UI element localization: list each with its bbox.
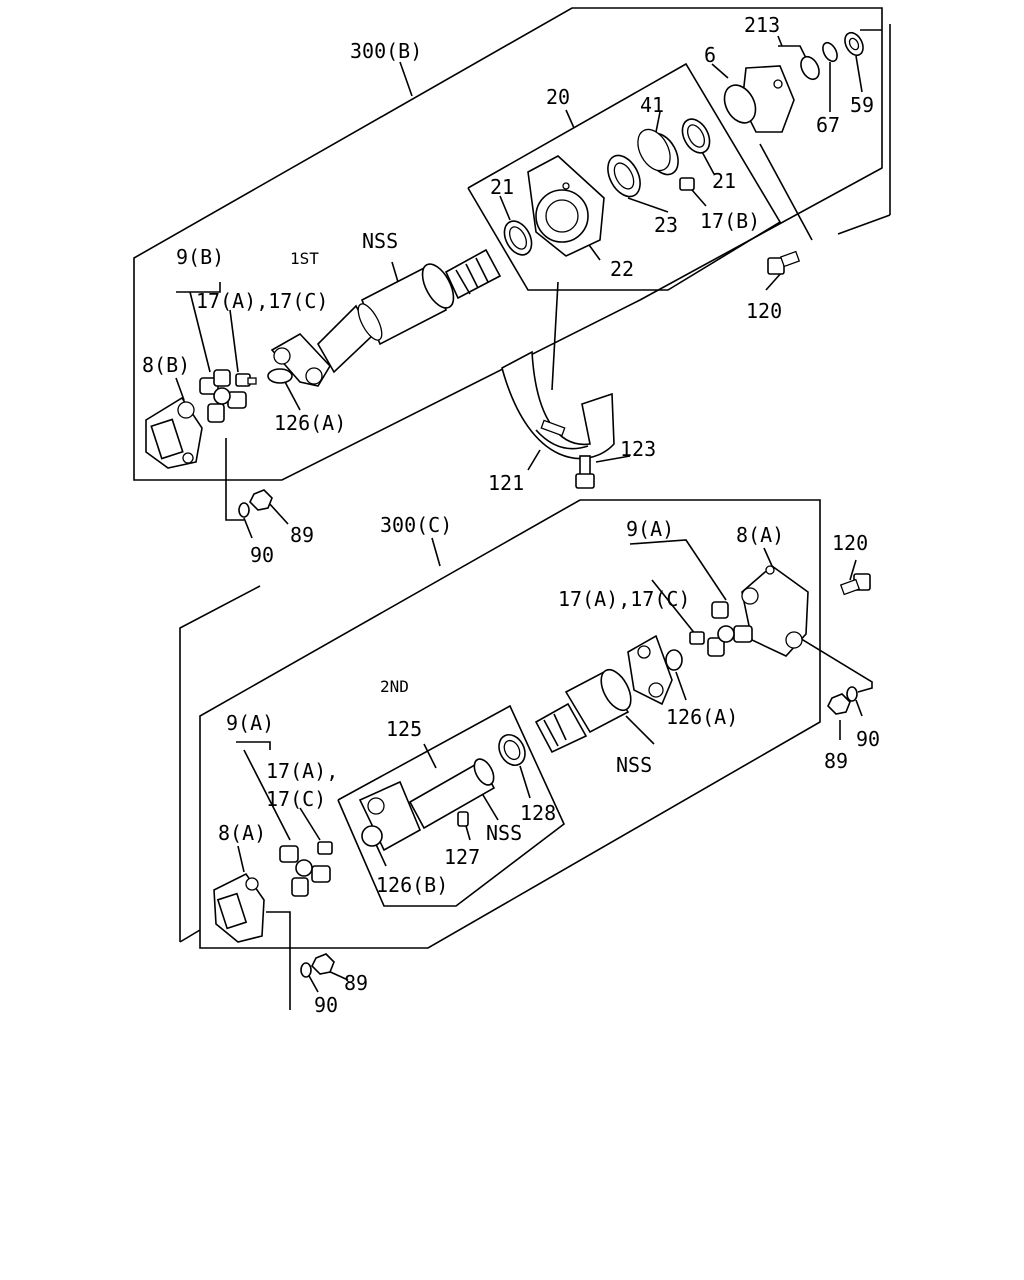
label-127: 127: [444, 845, 480, 869]
label-90-lower-right: 90: [856, 727, 880, 751]
label-9a-left: 9(A): [226, 711, 274, 735]
plug-126b: [361, 825, 383, 847]
nut-89-lower-left: [311, 953, 335, 975]
label-8a-right: 8(A): [736, 523, 784, 547]
collar-41: [637, 128, 679, 176]
propeller-shaft-tube-1st: [270, 248, 502, 387]
label-17ac-right: 17(A),17(C): [558, 587, 690, 611]
grease-nipple-127: [457, 811, 469, 827]
seal-ring-21: [503, 220, 533, 256]
center-bearing-housing-22: [527, 155, 605, 257]
label-17b: 17(B): [700, 209, 760, 233]
bolt-120: [767, 250, 801, 275]
propeller-shaft-tube-2nd: [534, 634, 673, 754]
companion-flange-6: [723, 65, 795, 133]
label-90-lower-left: 90: [314, 993, 338, 1017]
label-17c-left: 17(C): [266, 787, 326, 811]
upper-assembly: 300(B) 1ST 213 6 67 59 20 41 21 21 23 17…: [133, 7, 891, 567]
label-300c: 300(C): [380, 513, 452, 537]
label-2nd: 2ND: [380, 677, 409, 696]
label-120-upper: 120: [746, 299, 782, 323]
washer-90-lower-right: [846, 686, 858, 702]
label-120-lower: 120: [832, 531, 868, 555]
label-1st: 1ST: [290, 249, 319, 268]
label-89-upper: 89: [290, 523, 314, 547]
bolt-123: [575, 455, 595, 489]
label-89-lower-left: 89: [344, 971, 368, 995]
center-bearing-bracket-121: [501, 350, 615, 460]
plug-126a-lower: [665, 649, 683, 671]
washer-213: [800, 55, 820, 81]
label-9a-right: 9(A): [626, 517, 674, 541]
label-41: 41: [640, 93, 664, 117]
label-123: 123: [620, 437, 656, 461]
label-nss-right: NSS: [616, 753, 652, 777]
label-9b: 9(B): [176, 245, 224, 269]
label-128: 128: [520, 801, 556, 825]
center-bearing-group-boundary: [467, 62, 782, 291]
bolt-120-lower: [839, 573, 871, 596]
grease-nipple-17-left: [317, 841, 333, 855]
bearing-23: [607, 154, 641, 198]
flange-yoke-8a-left: [213, 872, 265, 943]
label-126b: 126(B): [376, 873, 448, 897]
seal-128: [498, 733, 526, 767]
flange-yoke-8a-right: [741, 564, 809, 657]
universal-joint-spider-9b: [199, 369, 247, 423]
label-8b: 8(B): [142, 353, 190, 377]
label-20: 20: [546, 85, 570, 109]
universal-joint-spider-9a-right: [707, 601, 753, 657]
washer-67: [822, 41, 838, 63]
label-21-left: 21: [490, 175, 514, 199]
label-125: 125: [386, 717, 422, 741]
flange-yoke-8b: [145, 396, 203, 469]
nut-89-lower-right: [827, 693, 851, 715]
label-67: 67: [816, 113, 840, 137]
label-nss-upper: NSS: [362, 229, 398, 253]
label-59: 59: [850, 93, 874, 117]
label-90-upper: 90: [250, 543, 274, 567]
label-213: 213: [744, 13, 780, 37]
upper-assembly-boundary: [133, 7, 883, 481]
grease-nipple-17-right: [689, 631, 705, 645]
nut-89: [249, 489, 273, 511]
nut-59: [844, 31, 864, 57]
universal-joint-spider-9a-left: [279, 845, 331, 897]
label-6: 6: [704, 43, 716, 67]
slip-yoke-125: [358, 758, 496, 852]
washer-90-lower-left: [300, 962, 312, 978]
lower-assembly-boundary: [179, 585, 261, 942]
label-8a-left: 8(A): [218, 821, 266, 845]
label-17a-left: 17(A),: [266, 759, 338, 783]
slip-yoke-group-boundary: [337, 704, 565, 907]
label-300b: 300(B): [350, 39, 422, 63]
label-22: 22: [610, 257, 634, 281]
plug-126a: [267, 368, 293, 384]
grease-nipple-17b: [679, 177, 695, 191]
grease-nipple-17a: [235, 373, 257, 387]
label-121: 121: [488, 471, 524, 495]
label-23: 23: [654, 213, 678, 237]
label-126a-lower: 126(A): [666, 705, 738, 729]
seal-ring-21b: [681, 118, 711, 154]
label-89-lower-right: 89: [824, 749, 848, 773]
washer-90: [238, 502, 250, 518]
label-126a-upper: 126(A): [274, 411, 346, 435]
label-nss-left: NSS: [486, 821, 522, 845]
label-21-right: 21: [712, 169, 736, 193]
label-17ac-upper: 17(A),17(C): [196, 289, 328, 313]
lower-assembly: 300(C) 2ND 9(A) 8(A) 120 17(A),17(C) 126…: [179, 499, 880, 1017]
